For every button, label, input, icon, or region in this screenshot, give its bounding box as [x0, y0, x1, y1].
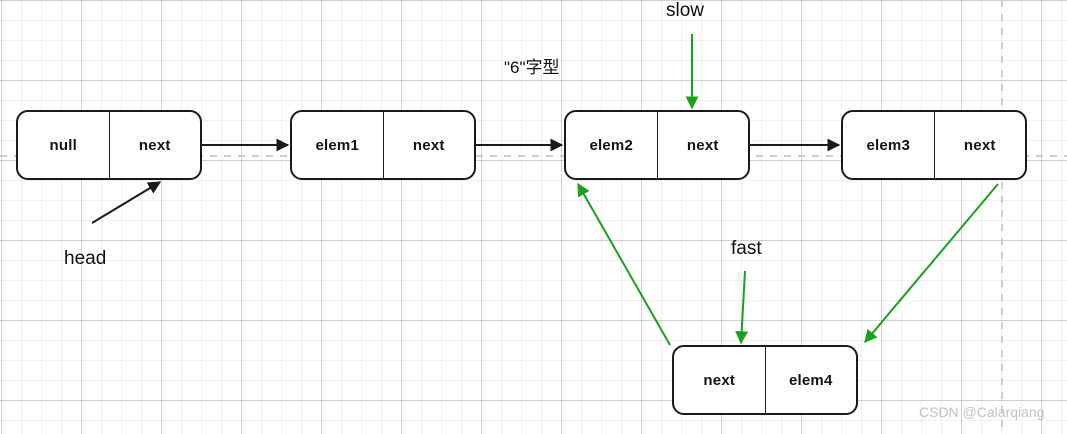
pointer-label-fast: fast	[731, 238, 762, 259]
arrow-elem3-to-elem4	[864, 183, 999, 343]
node-cell-right: next	[108, 112, 201, 178]
list-node[interactable]: next elem4	[672, 345, 858, 415]
arrow-head	[91, 181, 162, 224]
connector-arrows	[91, 34, 999, 346]
list-node[interactable]: null next	[16, 110, 202, 180]
node-cell-left: next	[703, 371, 736, 389]
shape-title-label: "6"字型	[504, 58, 560, 77]
node-cell-left: elem3	[866, 136, 911, 154]
node-cell-right: next	[656, 112, 749, 178]
arrow-fast	[735, 270, 749, 345]
node-cell-left: elem2	[589, 136, 634, 154]
list-node[interactable]: elem2 next	[564, 110, 750, 180]
arrow-elem4-to-elem2	[577, 182, 671, 346]
csdn-watermark: CSDN @Calarqiang	[919, 404, 1045, 420]
node-cell-right: next	[933, 112, 1026, 178]
node-cell-left: elem1	[315, 136, 360, 154]
node-cell-right: elem4	[764, 347, 857, 413]
node-cell-right: next	[382, 112, 475, 178]
list-node[interactable]: elem3 next	[841, 110, 1027, 180]
node-cell-left: null	[49, 136, 77, 154]
list-node[interactable]: elem1 next	[290, 110, 476, 180]
pointer-label-slow: slow	[666, 0, 705, 21]
pointer-label-head: head	[64, 248, 107, 269]
